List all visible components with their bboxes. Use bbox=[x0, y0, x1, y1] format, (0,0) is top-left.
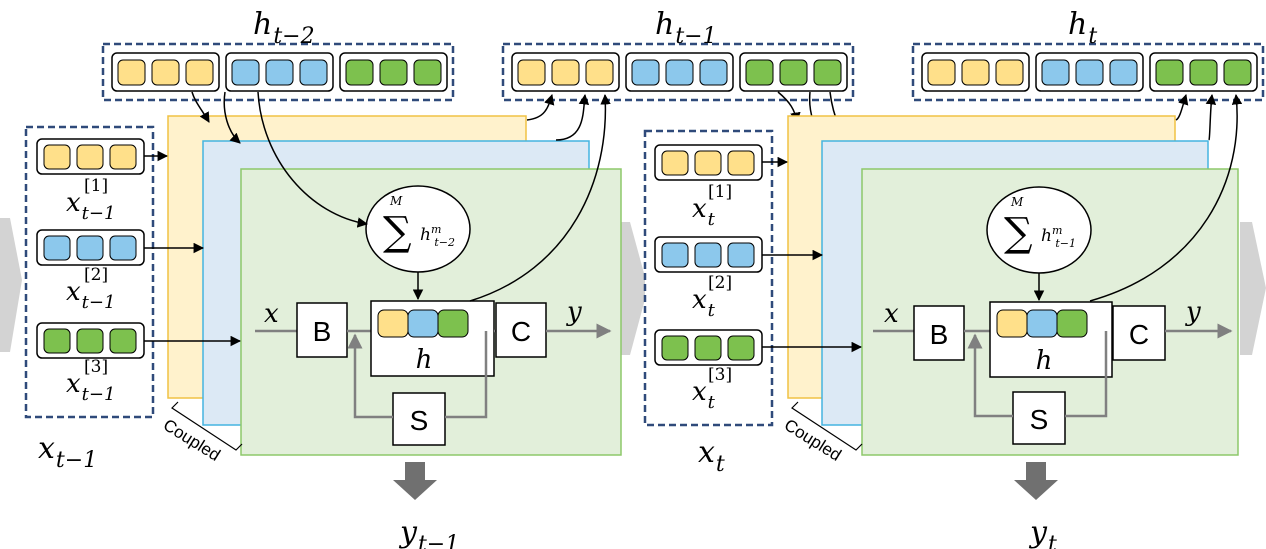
h-t-minus-2-label: ht−2 bbox=[253, 7, 315, 49]
h-prev2-to-sum bbox=[257, 91, 369, 228]
input-sup-2: [2] bbox=[84, 265, 108, 285]
input-group-box bbox=[24, 125, 155, 419]
B-label: B bbox=[930, 319, 949, 350]
block2-out-yellow bbox=[1175, 93, 1189, 121]
input-token-3 bbox=[36, 322, 145, 359]
S-loop-right bbox=[445, 331, 488, 419]
sum-sup: M bbox=[1010, 195, 1024, 209]
input-sup-3: [3] bbox=[708, 365, 732, 385]
h-t-label: ht bbox=[1068, 7, 1097, 49]
h-label: h bbox=[416, 345, 433, 375]
input-label-1: xt−1 bbox=[66, 188, 115, 224]
input-token-3 bbox=[654, 329, 763, 366]
y-label: y bbox=[566, 297, 582, 327]
input-sup-3: [3] bbox=[84, 357, 108, 377]
C-label: C bbox=[1129, 319, 1149, 350]
h-cell-yellow bbox=[996, 309, 1028, 338]
C-box bbox=[495, 302, 547, 358]
flow-chevron-middle bbox=[621, 222, 648, 355]
S-label: S bbox=[410, 405, 429, 436]
S-loop-left bbox=[967, 333, 1013, 418]
input-group-label: xt−1 bbox=[38, 431, 97, 473]
h-cell-green bbox=[437, 309, 469, 338]
input-group-label: xt bbox=[698, 435, 725, 477]
input-token-1 bbox=[36, 138, 145, 175]
output-arrow bbox=[393, 462, 437, 500]
input-label-2: xt bbox=[692, 285, 716, 321]
S-box bbox=[392, 392, 446, 446]
hidden-state-t-minus-2: ht−2 bbox=[101, 7, 455, 102]
hidden-state-t-minus-1: ht−1 bbox=[501, 7, 855, 102]
B-box bbox=[913, 305, 965, 361]
sum-node bbox=[986, 186, 1092, 274]
block-t: xt [1] xt [2] xt [3] xt Coupled x B h C … bbox=[643, 115, 1239, 549]
block1-out-green bbox=[469, 93, 611, 302]
y-label: y bbox=[1185, 297, 1201, 327]
input-token-1 bbox=[654, 144, 763, 181]
h-t-minus-1-label: ht−1 bbox=[655, 7, 717, 49]
hidden-state-t: ht bbox=[911, 7, 1265, 102]
h-cell-blue bbox=[1026, 309, 1058, 338]
x-label: x bbox=[884, 299, 899, 329]
sum-symbol: ∑ bbox=[1004, 210, 1033, 256]
S-label: S bbox=[1030, 404, 1049, 435]
sum-symbol: ∑ bbox=[383, 209, 412, 255]
block1-out-yellow bbox=[526, 93, 555, 121]
block1-out-blue bbox=[555, 93, 590, 141]
input-sup-1: [1] bbox=[708, 182, 732, 202]
C-label: C bbox=[511, 316, 531, 347]
h-label: h bbox=[1036, 346, 1053, 376]
sum-node bbox=[365, 185, 471, 273]
block2-out-blue bbox=[1205, 93, 1217, 141]
input-label-1: xt bbox=[692, 194, 716, 230]
S-box bbox=[1012, 391, 1066, 445]
x-label: x bbox=[264, 299, 279, 329]
input-token-2 bbox=[36, 229, 145, 266]
flow-chevron-left bbox=[0, 218, 22, 352]
input-sup-2: [2] bbox=[708, 273, 732, 293]
input-sup-1: [1] bbox=[84, 176, 108, 196]
coupled-bracket bbox=[171, 401, 243, 451]
B-box bbox=[296, 302, 348, 358]
output-label: yt bbox=[1028, 515, 1057, 549]
S-loop-right bbox=[1065, 331, 1108, 418]
input-label-3: xt bbox=[692, 377, 716, 413]
h-cell-green bbox=[1056, 309, 1088, 338]
h-prev2-arrow-blue bbox=[223, 91, 241, 144]
S-loop-left bbox=[347, 333, 393, 419]
output-label: yt−1 bbox=[398, 515, 459, 549]
block-t-minus-1: xt−1 [1] xt−1 [2] xt−1 [3] xt−1 Coupled … bbox=[24, 115, 622, 549]
B-label: B bbox=[313, 316, 332, 347]
coupled-bracket bbox=[791, 401, 863, 451]
block2-out-green bbox=[1089, 93, 1243, 302]
input-label-3: xt−1 bbox=[66, 369, 115, 405]
input-label-2: xt−1 bbox=[66, 277, 115, 313]
flow-chevron-right bbox=[1240, 222, 1266, 355]
h-cell-blue bbox=[407, 309, 439, 338]
sum-sup: M bbox=[389, 194, 403, 208]
C-box bbox=[1112, 305, 1166, 361]
output-arrow bbox=[1014, 462, 1058, 500]
h-cell-yellow bbox=[377, 309, 409, 338]
h-prev2-arrow-yellow bbox=[191, 91, 210, 123]
input-token-2 bbox=[654, 236, 763, 273]
